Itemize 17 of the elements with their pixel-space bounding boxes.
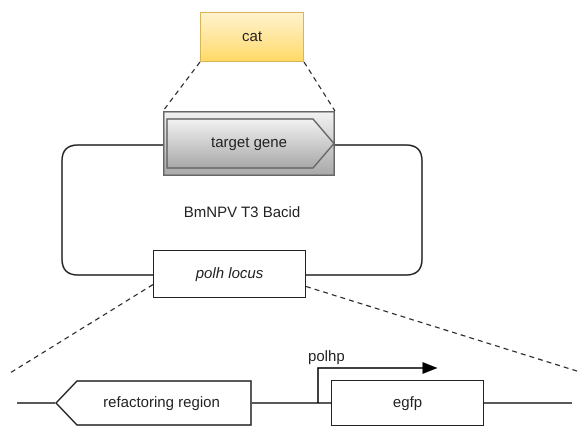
line [17,402,55,404]
dashed-line [304,62,336,112]
node-label: egfp [392,392,422,413]
gene-box [331,380,484,426]
dashed-line [162,62,200,112]
gene-box [200,12,304,62]
dashed-line [10,284,154,374]
promoter-label: polhp [308,347,345,367]
node-label: polh locus [196,264,264,284]
locus-box [153,250,306,298]
node-label: target gene [211,133,287,154]
node-label: cat [242,26,262,47]
node-label: BmNPV T3 Bacid [184,202,300,223]
node-label: refactoring region [103,392,220,413]
region-arrow [55,380,252,426]
line [252,402,331,404]
line [484,402,572,404]
